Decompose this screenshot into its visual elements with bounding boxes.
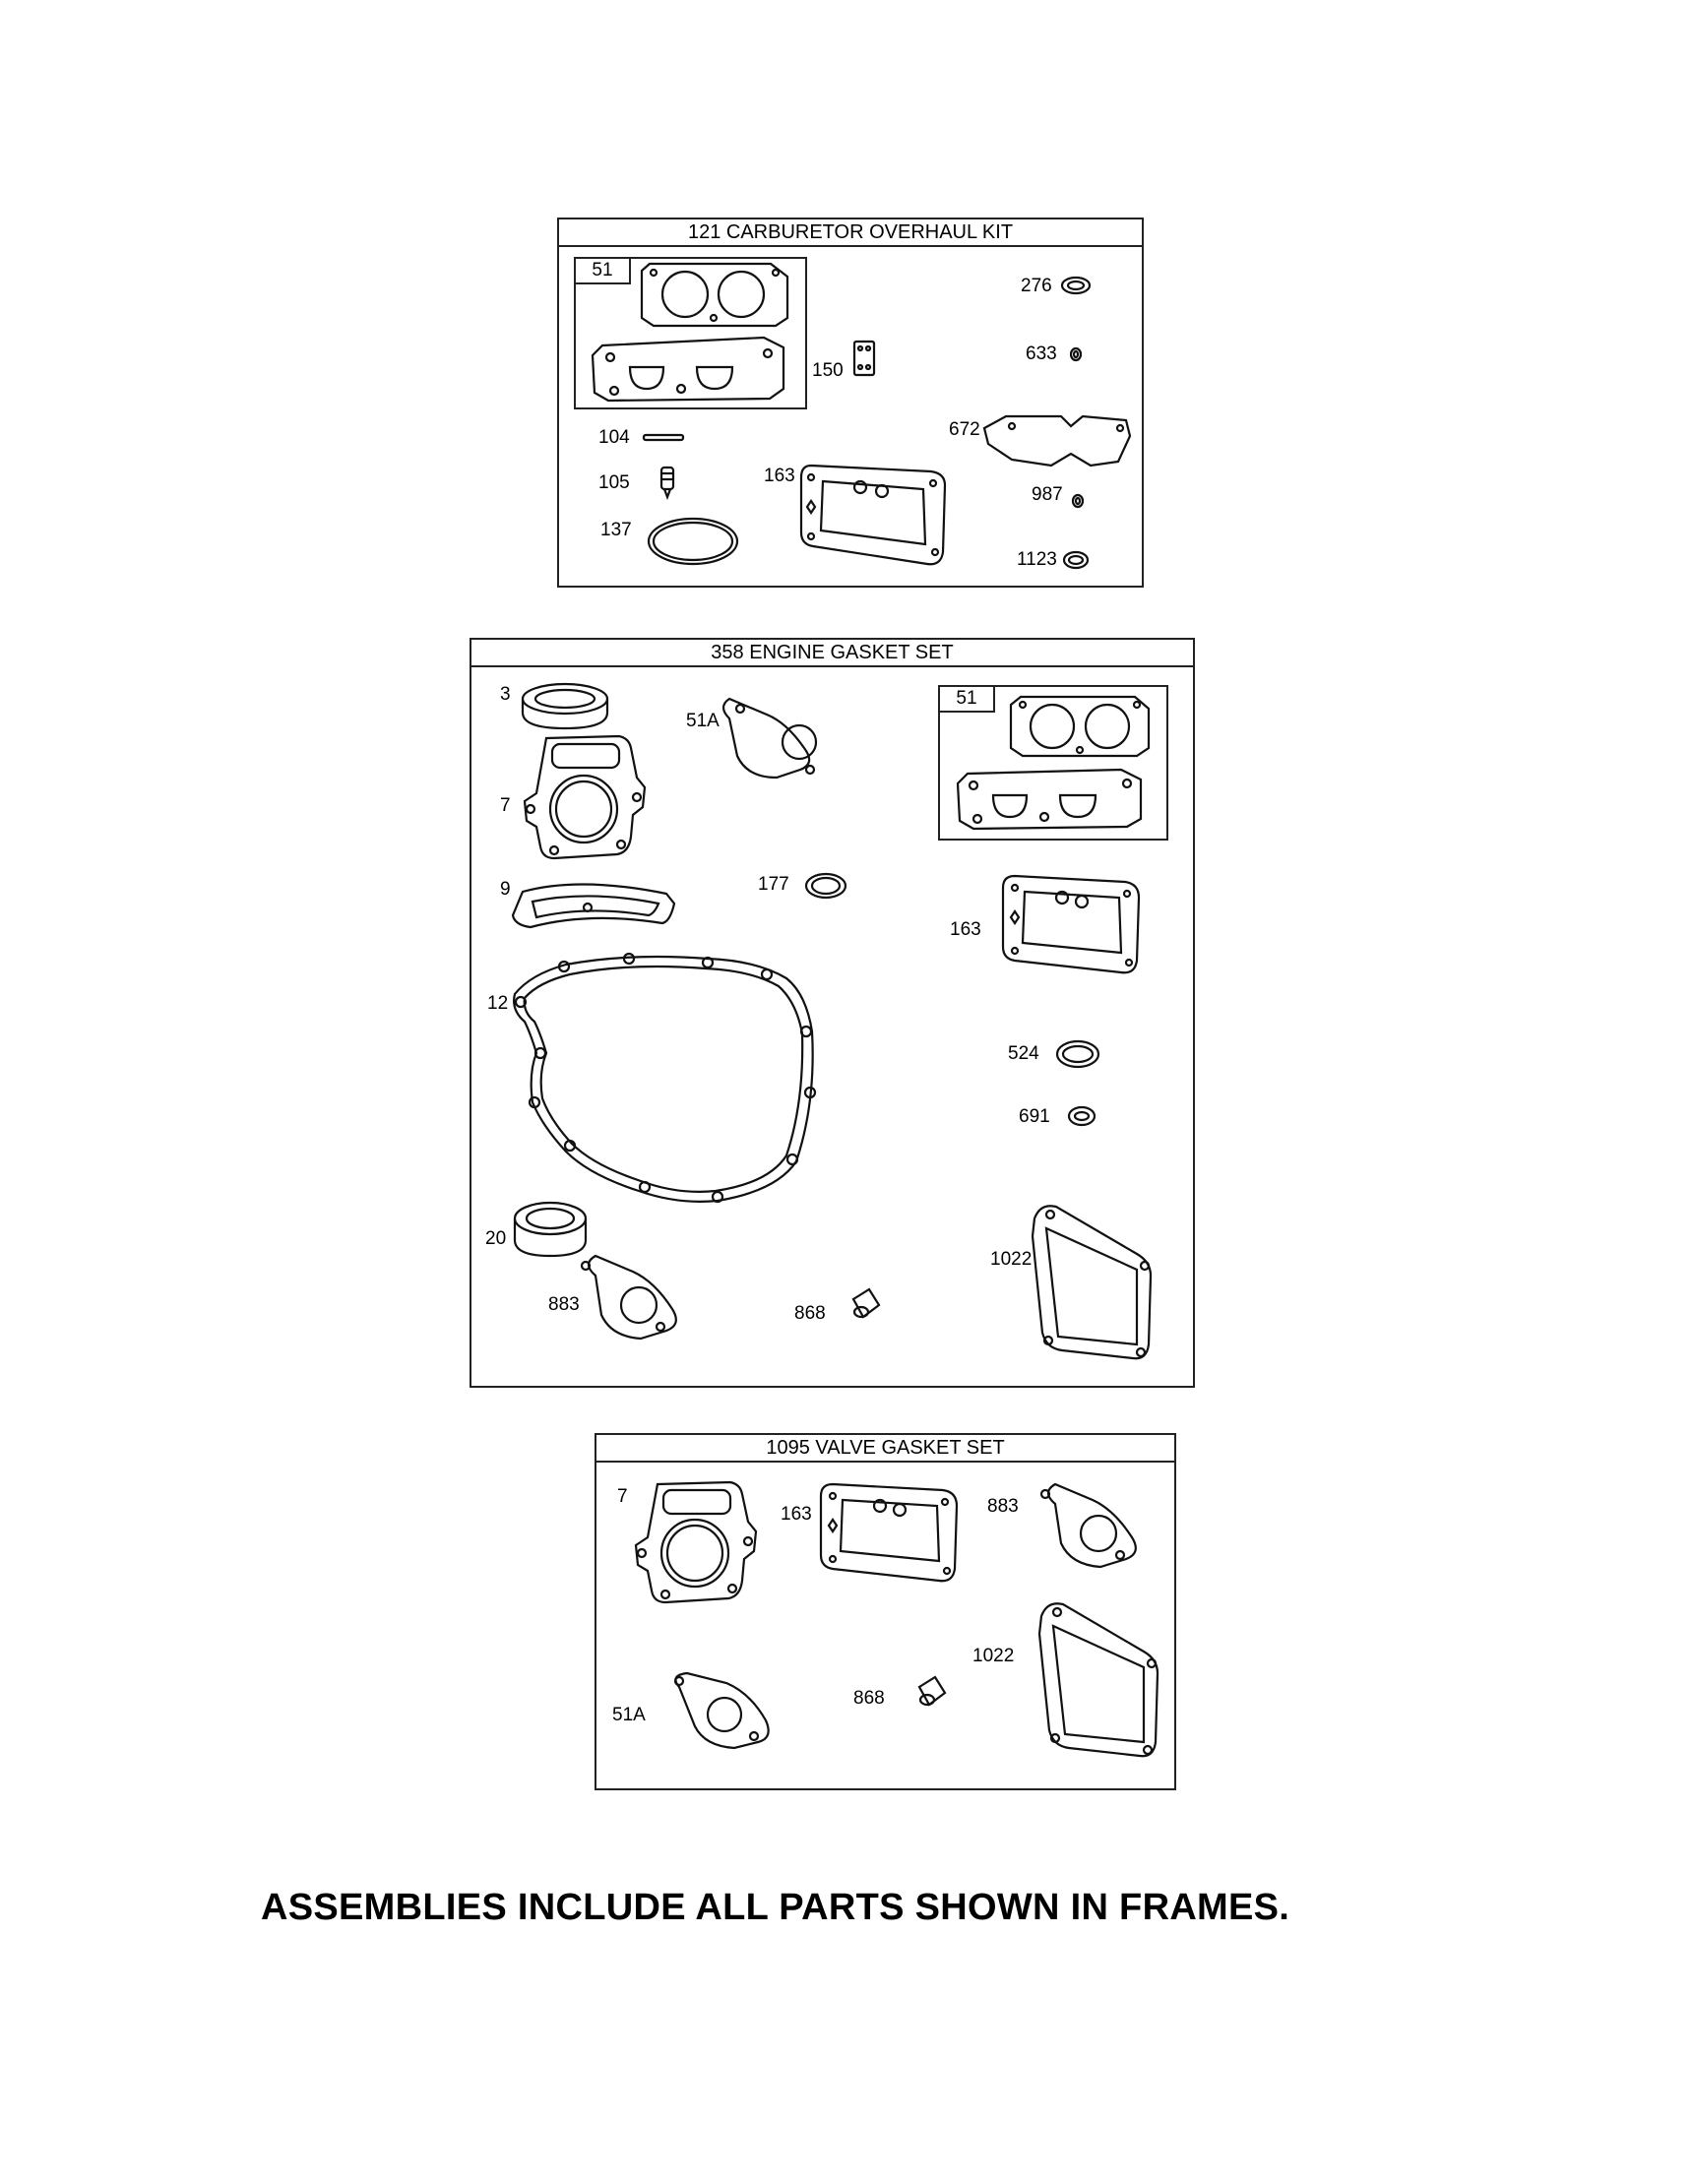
part-987-small-seal xyxy=(1071,493,1085,509)
label-883: 883 xyxy=(548,1294,580,1315)
part-868-guide xyxy=(917,1675,947,1707)
label-524: 524 xyxy=(1008,1043,1039,1064)
part-51-upper-gasket xyxy=(640,262,789,328)
label-104: 104 xyxy=(598,427,630,448)
part-633-small-seal xyxy=(1069,346,1083,362)
part-20-oil-seal xyxy=(513,1201,588,1258)
frame-title: 121 CARBURETOR OVERHAUL KIT xyxy=(559,219,1142,247)
part-7-head-gasket xyxy=(523,734,647,860)
label-51a: 51A xyxy=(612,1705,646,1725)
label-150: 150 xyxy=(812,360,844,381)
valve-gasket-parts-drawing xyxy=(634,1480,1159,1758)
label-276: 276 xyxy=(1021,276,1052,296)
label-7: 7 xyxy=(500,795,511,816)
subframe-tag: 51 xyxy=(576,259,631,284)
label-672: 672 xyxy=(949,419,980,440)
valve-gasket-set-frame: 1095 VALVE GASKET SET xyxy=(595,1433,1176,1790)
label-1022: 1022 xyxy=(972,1646,1015,1666)
label-9: 9 xyxy=(500,879,511,900)
frame-title: 358 ENGINE GASKET SET xyxy=(471,640,1193,667)
subframe-51: 51 xyxy=(938,685,1168,841)
part-51a-intake-gasket xyxy=(673,1671,770,1750)
part-524-washer xyxy=(1055,1039,1100,1069)
label-3: 3 xyxy=(500,684,511,705)
part-104-pin xyxy=(642,433,685,442)
part-163-gasket xyxy=(819,1482,959,1583)
part-868-guide xyxy=(851,1287,881,1319)
label-177: 177 xyxy=(758,874,789,895)
label-105: 105 xyxy=(598,472,630,493)
part-1022-cover-gasket xyxy=(1031,1205,1153,1360)
label-987: 987 xyxy=(1032,484,1063,505)
part-177-washer xyxy=(804,872,847,900)
part-12-crankcase-gasket xyxy=(513,952,817,1204)
label-20: 20 xyxy=(485,1228,507,1249)
label-1123: 1123 xyxy=(1017,549,1057,570)
part-672-shield xyxy=(982,414,1132,468)
carburetor-overhaul-kit-frame: 121 CARBURETOR OVERHAUL KIT 51 xyxy=(557,218,1144,588)
part-51-upper-gasket xyxy=(1009,695,1151,758)
label-163: 163 xyxy=(781,1504,812,1525)
label-1022: 1022 xyxy=(990,1249,1033,1270)
part-1022-cover-gasket xyxy=(1037,1602,1159,1758)
subframe-tag: 51 xyxy=(940,687,995,713)
label-163: 163 xyxy=(950,919,981,940)
label-163: 163 xyxy=(764,466,795,486)
part-7-head-gasket xyxy=(634,1480,758,1604)
part-105-needle-valve xyxy=(659,466,675,501)
part-163-gasket xyxy=(1001,874,1141,974)
label-51a: 51A xyxy=(686,711,720,731)
label-12: 12 xyxy=(487,993,509,1014)
label-137: 137 xyxy=(600,520,632,540)
part-276-seal xyxy=(1060,276,1092,295)
frame-title: 1095 VALVE GASKET SET xyxy=(596,1435,1174,1463)
part-150-block xyxy=(852,340,876,377)
part-51a-intake-gasket xyxy=(721,697,818,780)
label-7: 7 xyxy=(617,1486,628,1507)
part-137-oring xyxy=(647,517,739,566)
label-868: 868 xyxy=(794,1303,826,1324)
part-1123-washer xyxy=(1062,550,1090,570)
part-3-oil-seal xyxy=(521,682,609,730)
part-163-gasket xyxy=(799,464,947,566)
label-633: 633 xyxy=(1026,343,1057,364)
label-691: 691 xyxy=(1019,1106,1050,1127)
engine-gasket-set-frame: 358 ENGINE GASKET SET 51 xyxy=(470,638,1195,1388)
part-883-exhaust-gasket xyxy=(1039,1482,1137,1569)
part-883-exhaust-gasket xyxy=(580,1254,677,1341)
label-868: 868 xyxy=(853,1688,885,1709)
part-691-seal xyxy=(1067,1105,1097,1127)
assemblies-footnote: ASSEMBLIES INCLUDE ALL PARTS SHOWN IN FR… xyxy=(261,1887,1290,1928)
part-9-gasket xyxy=(511,883,676,929)
subframe-51: 51 xyxy=(574,257,807,409)
engine-gasket-parts-drawing xyxy=(511,682,1153,1360)
carburetor-kit-parts-drawing xyxy=(591,262,1132,570)
label-883: 883 xyxy=(987,1496,1019,1517)
part-51-lower-gasket xyxy=(591,336,785,403)
part-51-lower-gasket xyxy=(956,768,1143,831)
